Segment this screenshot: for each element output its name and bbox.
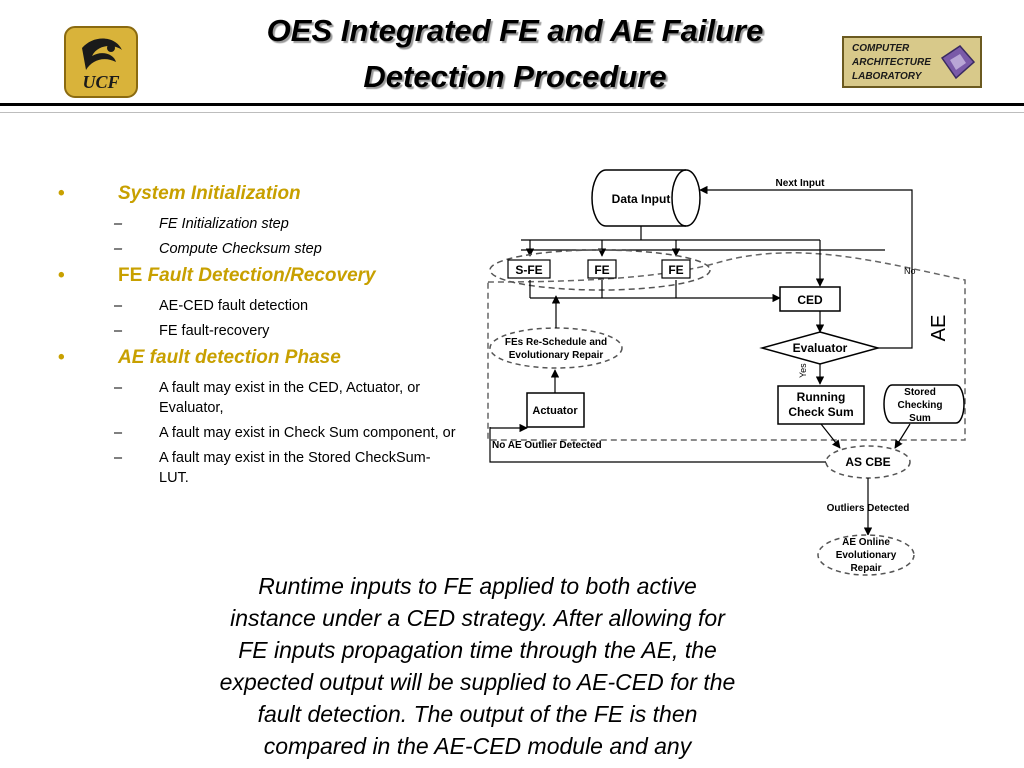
flow-diagram: AE Data Input Next Input No S-FE FE FE	[487, 169, 966, 576]
fe-label-1: FE	[594, 263, 609, 277]
caption-line: FE inputs propagation time through the A…	[238, 637, 717, 663]
yes-label: Yes	[798, 363, 808, 378]
bullet-fault-detection-recovery: • FE Fault Detection/Recovery	[56, 264, 456, 288]
sub-bullet: –FE fault-recovery	[114, 323, 270, 339]
sub-bullet-text: Compute Checksum step	[159, 241, 322, 257]
online-repair-node	[817, 534, 915, 576]
ucf-logo-text: UCF	[82, 72, 119, 92]
sub-bullet-text: FE fault-recovery	[159, 323, 270, 339]
online-line-2: Evolutionary	[836, 550, 897, 561]
bullet-label: AE fault detection Phase	[118, 347, 341, 368]
caption: Runtime inputs to FE applied to both act…	[150, 570, 805, 762]
no-outlier-label: No AE Outlier Detected	[492, 440, 602, 451]
running-line-2: Check Sum	[788, 405, 853, 419]
running-line-1: Running	[797, 390, 846, 404]
stored-line-3: Sum	[909, 413, 931, 424]
title-line-2: Detection Procedure	[363, 59, 667, 94]
header-rule-thin	[0, 112, 1024, 113]
online-line-1: AE Online	[842, 537, 890, 548]
stored-checksum-node	[883, 384, 965, 424]
outliers-label: Outliers Detected	[827, 503, 910, 514]
bullet-list: • System Initialization –FE Initializati…	[56, 178, 456, 493]
sub-bullet: –A fault may exist in the Stored CheckSu…	[114, 450, 431, 486]
actuator-label: Actuator	[532, 405, 578, 417]
reschedule-node	[489, 327, 623, 369]
ucf-logo: UCF	[64, 26, 138, 98]
bullet-label: Fault Detection/Recovery	[147, 265, 376, 286]
caption-line: compared in the AE-CED module and any	[263, 733, 692, 759]
sub-bullet: –Compute Checksum step	[114, 241, 322, 257]
sub-bullet-text: A fault may exist in the CED, Actuator, …	[159, 380, 421, 416]
lab-logo-line-2: ARCHITECTURE	[851, 57, 931, 68]
ced-label: CED	[797, 293, 823, 307]
bullet-ae-fault-detection: • AE fault detection Phase	[56, 346, 456, 370]
page-title: OES Integrated FE and AE Failure Detecti…	[160, 8, 870, 100]
data-input-label: Data Input	[612, 192, 671, 206]
lab-logo-line-1: COMPUTER	[852, 43, 910, 54]
fe-label-2: FE	[668, 263, 683, 277]
sub-bullet-text: A fault may exist in the Stored CheckSum…	[159, 450, 431, 486]
data-input-node: Data Input	[591, 169, 701, 227]
bullet-dot: •	[58, 347, 65, 368]
evaluator-label: Evaluator	[793, 341, 848, 355]
sub-bullet: –A fault may exist in Check Sum componen…	[114, 425, 456, 441]
bullet-label: System Initialization	[118, 183, 301, 204]
title-line-1: OES Integrated FE and AE Failure	[266, 13, 764, 48]
caption-line: expected output will be supplied to AE-C…	[219, 669, 736, 695]
online-line-3: Repair	[850, 563, 881, 574]
next-input-label: Next Input	[776, 178, 826, 189]
lab-logo: COMPUTER ARCHITECTURE LABORATORY	[842, 36, 982, 88]
lab-logo-line-3: LABORATORY	[852, 71, 923, 82]
reschedule-line-2: Evolutionary Repair	[509, 350, 604, 361]
as-cbe-label: AS CBE	[845, 455, 890, 469]
ae-region	[487, 252, 966, 441]
stored-line-2: Checking	[897, 400, 942, 411]
header-rule	[0, 103, 1024, 106]
sub-bullet-text: AE-CED fault detection	[159, 298, 309, 314]
stored-line-1: Stored	[904, 387, 936, 398]
bullet-dot: •	[58, 265, 65, 286]
caption-line: instance under a CED strategy. After all…	[230, 605, 725, 631]
sub-bullet: –A fault may exist in the CED, Actuator,…	[114, 380, 421, 416]
caption-line: fault detection. The output of the FE is…	[257, 701, 698, 727]
no-label: No	[904, 266, 916, 276]
fe-group	[489, 249, 711, 291]
s-fe-label: S-FE	[515, 263, 542, 277]
bullet-dot: •	[58, 183, 65, 204]
sub-bullet: –AE-CED fault detection	[114, 298, 309, 314]
sub-bullet-text: A fault may exist in Check Sum component…	[159, 425, 456, 441]
bullet-system-initialization: • System Initialization	[56, 182, 456, 206]
sub-bullet: –FE Initialization step	[114, 216, 289, 232]
bullet-prefix: FE	[118, 265, 148, 286]
caption-line: Runtime inputs to FE applied to both act…	[258, 573, 697, 599]
ae-label: AE	[928, 315, 950, 342]
reschedule-line-1: FEs Re-Schedule and	[505, 337, 607, 348]
sub-bullet-text: FE Initialization step	[159, 216, 289, 232]
